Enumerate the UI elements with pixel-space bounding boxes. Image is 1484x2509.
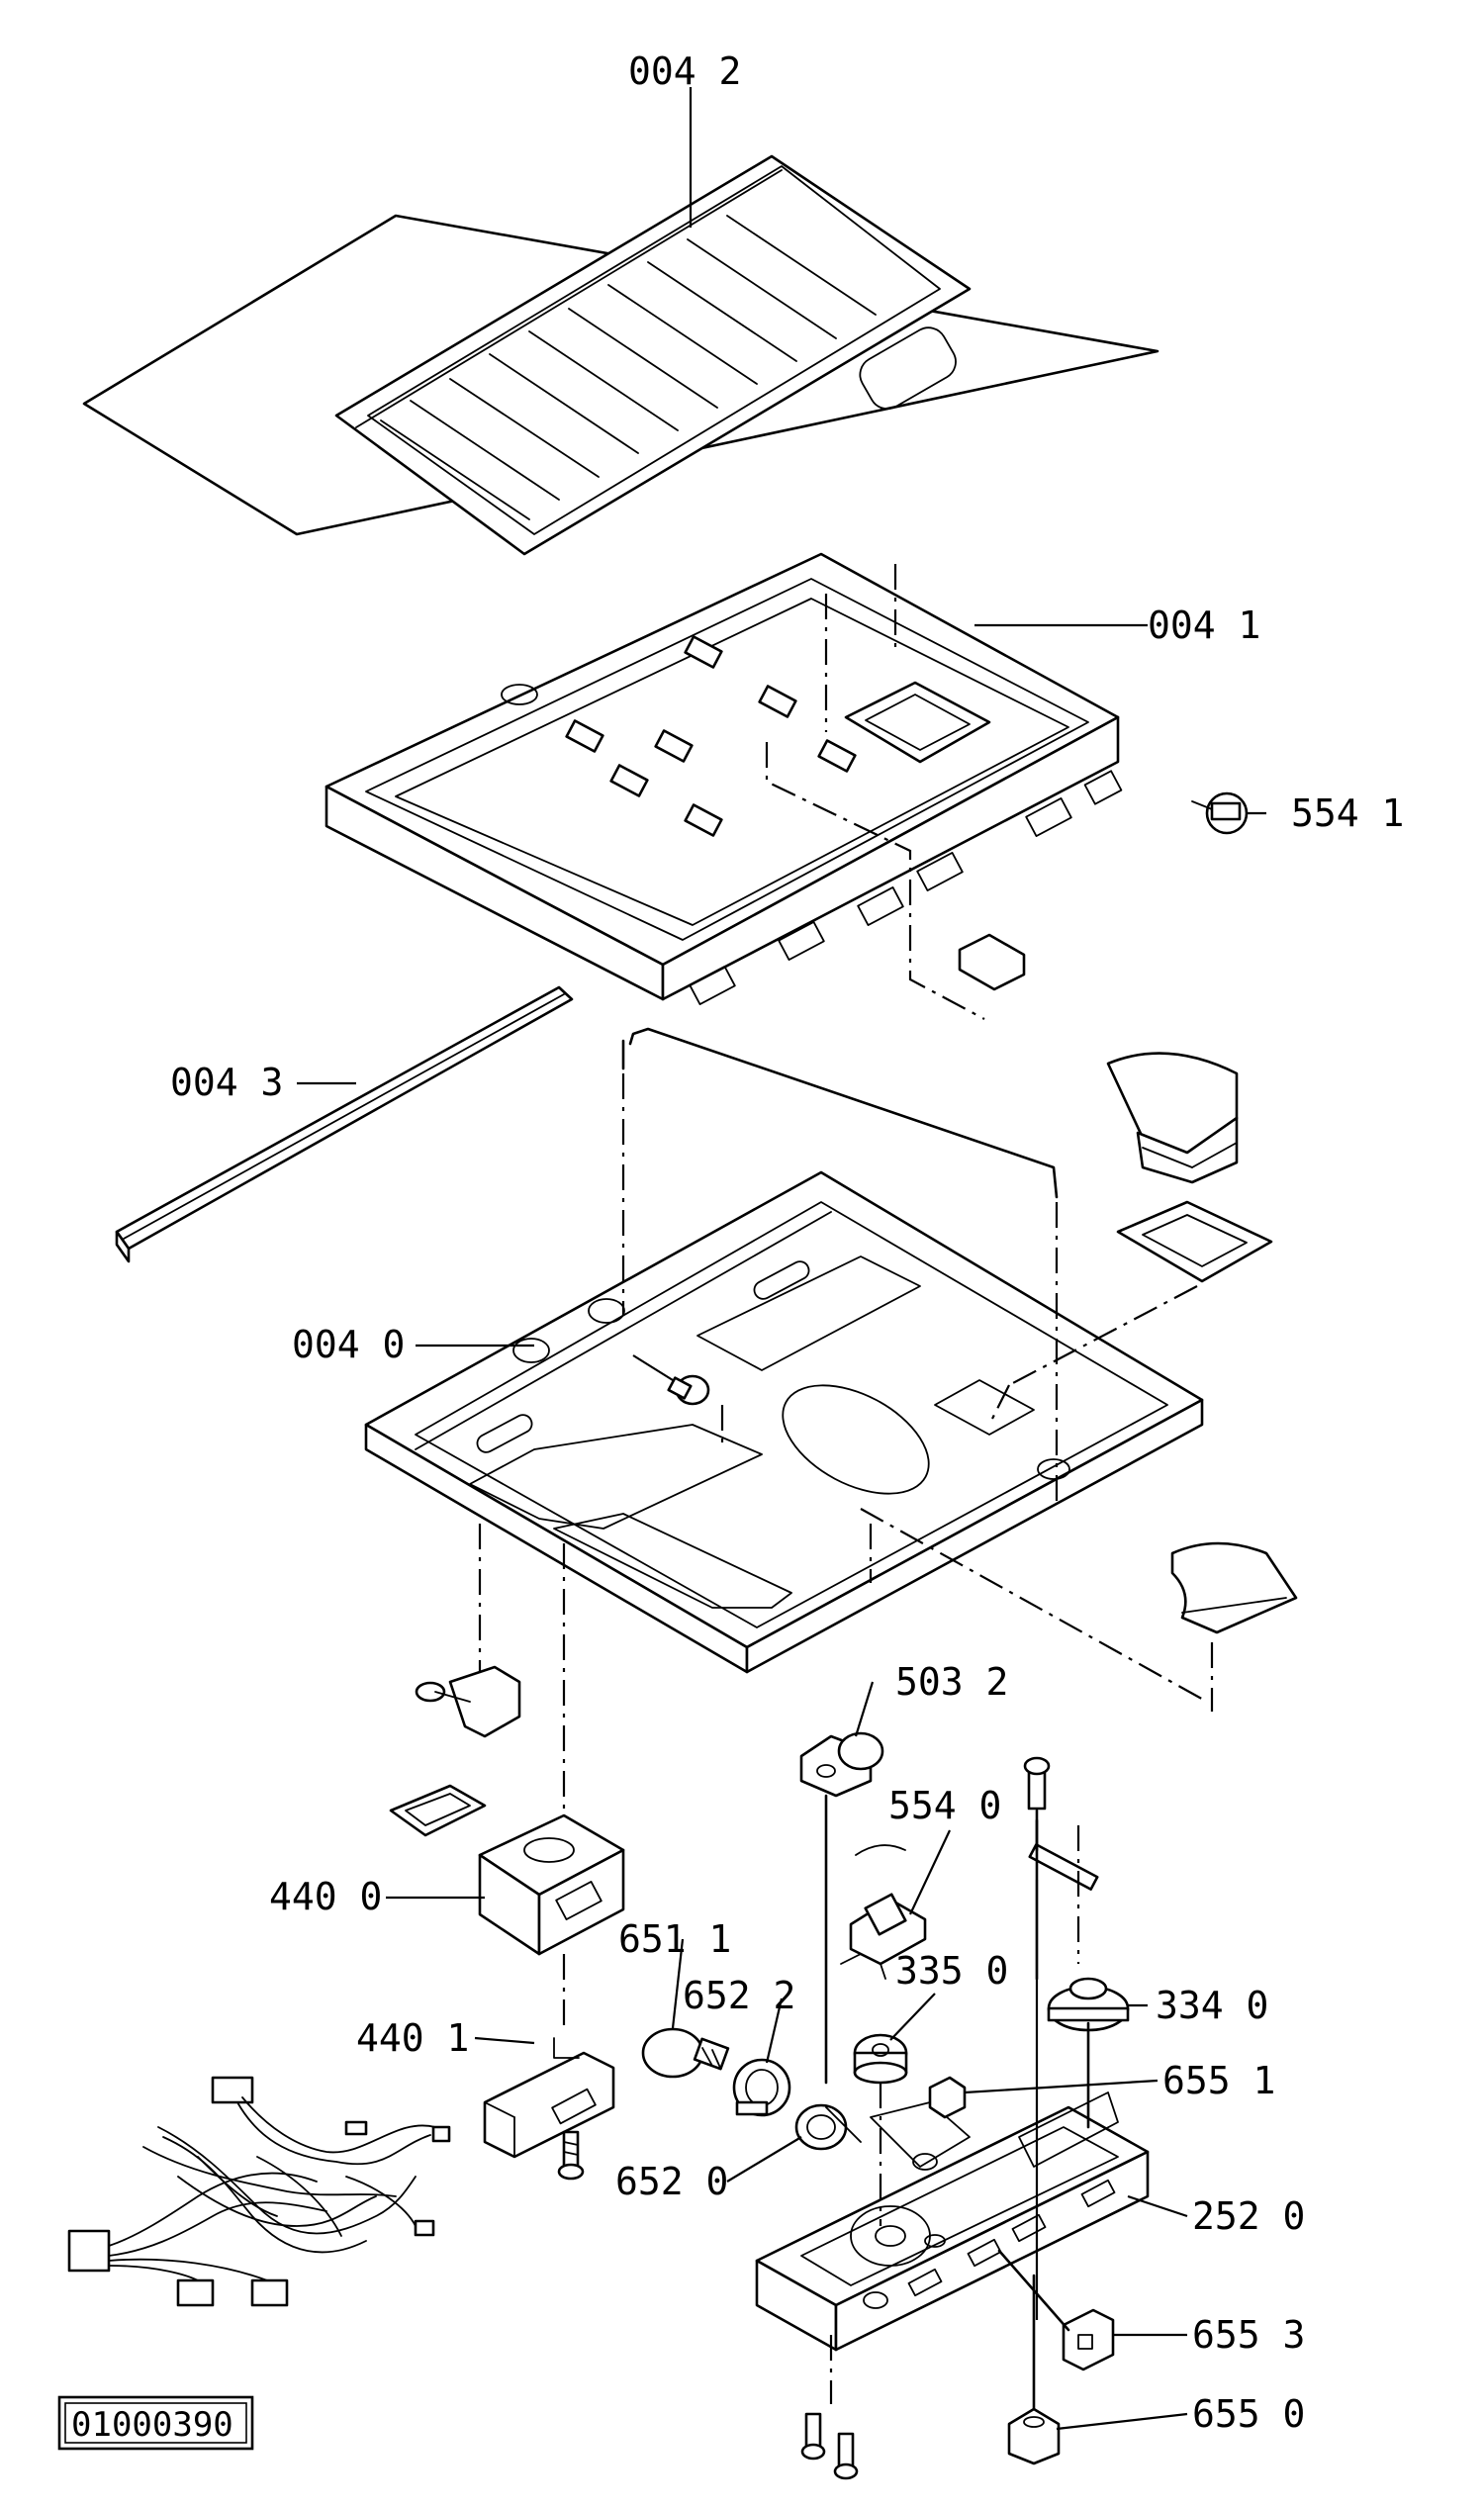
connector-655-3 (1062, 2308, 1115, 2371)
panel-clip-drawing (958, 933, 1026, 991)
callout-652-2: 652 2 (683, 1974, 795, 2017)
callout-554-1: 554 1 (1291, 791, 1404, 835)
callout-004-1: 004 1 (1148, 604, 1260, 647)
callout-655-0: 655 0 (1192, 2392, 1305, 2436)
wire-frame-drawing (621, 1027, 1059, 1504)
switch-drawing (415, 1665, 521, 1738)
callout-labels: 004 2 004 1 554 1 004 3 004 0 503 2 554 … (170, 49, 1404, 2436)
connector-655-0 (1007, 2407, 1061, 2465)
callout-335-0: 335 0 (895, 1949, 1008, 1993)
thermostat-bracket-440-1 (483, 2037, 615, 2159)
callout-655-3: 655 3 (1192, 2313, 1305, 2357)
callout-655-1: 655 1 (1162, 2059, 1275, 2102)
callout-503-2: 503 2 (895, 1660, 1008, 1704)
callout-252-0: 252 0 (1192, 2194, 1305, 2238)
ceiling-panel-drawing (325, 552, 1123, 1020)
base-plate-drawing (364, 1170, 1204, 1674)
wiring-harness-drawing (67, 2076, 451, 2307)
callout-440-0: 440 0 (269, 1875, 382, 1918)
callout-651-1: 651 1 (618, 1917, 731, 1961)
callout-652-0: 652 0 (615, 2160, 728, 2203)
leader-lines (297, 87, 1266, 2431)
screw-left-drawing (557, 2130, 585, 2181)
drawing-number-box: 01000390 (57, 2395, 254, 2451)
lamp-holder-652-2 (732, 2058, 791, 2117)
callout-004-0: 004 0 (292, 1323, 405, 1366)
screws-bottom-drawing (800, 2335, 859, 2480)
control-housing-252-0 (755, 2091, 1150, 2352)
callout-004-2: 004 2 (628, 49, 741, 93)
lamp-cover-drawing (988, 1052, 1273, 1426)
trim-piece-drawing (860, 1508, 1298, 1712)
thermostat-554-0 (840, 1844, 927, 1980)
insulation-sheet-drawing (82, 154, 1159, 556)
lamp-socket-652-0 (794, 2103, 862, 2151)
callout-334-0: 334 0 (1156, 1984, 1268, 2027)
gasket-frame-drawing (389, 1784, 487, 1837)
knob-335-0 (853, 2033, 908, 2226)
thermostat-housing-440-0 (478, 1813, 625, 1956)
callout-554-0: 554 0 (888, 1784, 1001, 1827)
callout-440-1: 440 1 (356, 2016, 469, 2060)
lamp-bulb-651-1 (641, 2027, 730, 2079)
plate-screw-drawing (632, 1354, 724, 1449)
knob-554-1-drawing (1191, 791, 1249, 835)
knob-334-0 (1023, 1756, 1130, 2320)
connector-655-1 (928, 2076, 967, 2119)
lamp-switch-503-2 (799, 1731, 884, 1798)
drawing-number: 01000390 (71, 2405, 233, 2445)
callout-004-3: 004 3 (170, 1061, 283, 1104)
side-strip-drawing (115, 985, 574, 1263)
